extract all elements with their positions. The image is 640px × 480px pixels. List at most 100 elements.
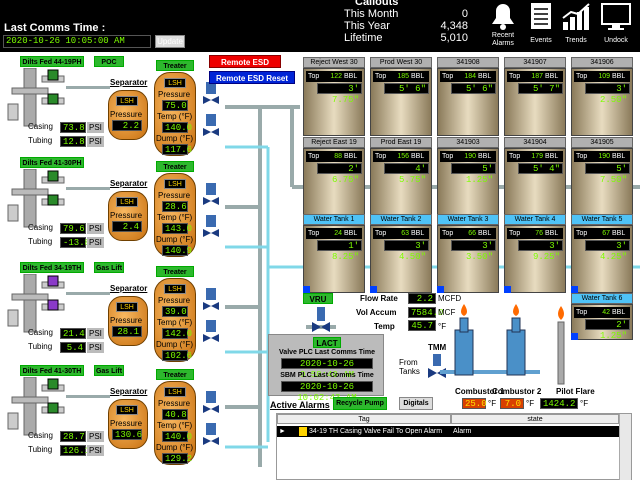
tank-level-value: 5' 4"	[518, 163, 563, 174]
well-name[interactable]: Dilts Fed 34-19TH	[20, 262, 84, 273]
trend-chart-icon	[562, 3, 590, 30]
this-year-value: 4,348	[440, 20, 468, 32]
tubing-unit: PSI	[87, 136, 104, 147]
tubing-unit: PSI	[87, 237, 104, 248]
tank-top-value: 67	[602, 230, 610, 237]
tank-level-value: 2' 6.75"	[317, 163, 362, 185]
tank-top-row: Top 184 BBL	[440, 71, 496, 82]
treater-label: Treater	[156, 266, 194, 277]
active-alarms-title: Active Alarms	[270, 400, 330, 410]
tank-name: 341906	[571, 57, 633, 68]
tank-bbl-unit: BBL	[478, 230, 492, 237]
trends-button[interactable]: Trends	[558, 0, 594, 52]
tank-bbl-unit: BBL	[478, 73, 492, 80]
tank-name: Prod West 30	[370, 57, 432, 68]
tank[interactable]: Water Tank 6 Top 42 BBL 2' 1.25"	[571, 293, 633, 341]
tank[interactable]: Prod East 19 Top 156 BBL 4' 5.75"	[370, 137, 432, 217]
sep-pressure-label: Pressure	[110, 110, 143, 119]
tank[interactable]: 341904 Top 179 BBL 5' 4"	[504, 137, 566, 217]
combustor-2-value: 7.0	[500, 398, 524, 409]
treater-pressure-label: Pressure	[158, 296, 191, 305]
temp-value: 143.0	[162, 223, 192, 234]
alarm-col-state[interactable]: state	[451, 414, 619, 424]
alarm-scrollbar[interactable]	[619, 414, 631, 480]
alarm-col-tag[interactable]: Tag	[277, 414, 451, 424]
tank-name: Prod East 19	[370, 137, 432, 148]
tank-top-row: Top 24 BBL	[306, 228, 362, 239]
pipe	[66, 395, 110, 398]
tank-level-value: 5' 1.25"	[451, 163, 496, 185]
wellhead-icon	[7, 68, 65, 127]
tank-top-value: 122	[330, 73, 342, 80]
well-mode-badge[interactable]: POC	[94, 56, 124, 67]
sep-pressure-label: Pressure	[110, 316, 143, 325]
tank-name: 341907	[504, 57, 566, 68]
well-name[interactable]: Dilts Fed 41-30TH	[20, 365, 84, 376]
events-button[interactable]: Events	[524, 0, 558, 52]
undock-button[interactable]: Undock	[596, 0, 636, 52]
tank[interactable]: 341905 Top 190 BBL 5' 7.50"	[571, 137, 633, 217]
tank-name: Water Tank 6	[571, 293, 633, 304]
digitals-button[interactable]: Digitals	[399, 397, 433, 410]
tank[interactable]: 341908 Top 184 BBL 5' 6"	[437, 57, 499, 137]
dump-value: 140.9	[162, 245, 192, 256]
tank-top-value: 76	[535, 230, 543, 237]
tank-top-label: Top	[509, 153, 521, 160]
tank-bbl-unit: BBL	[545, 230, 559, 237]
separator-vessel	[108, 191, 148, 241]
nav-undock-label: Undock	[604, 37, 628, 44]
remote-esd-button[interactable]: Remote ESD	[209, 55, 281, 68]
top-bar: Last Comms Time : 2020-10-26 10:05:00 AM…	[0, 0, 640, 52]
wellhead-icon	[7, 377, 65, 436]
tank[interactable]: Reject West 30 Top 122 BBL 3' 7.75"	[303, 57, 365, 137]
tank[interactable]: Water Tank 3 Top 66 BBL 3' 3.50"	[437, 214, 499, 294]
alarm-grid[interactable]: Tag state ► 34-19 TH Casing Valve Fail T…	[276, 413, 632, 480]
well-name[interactable]: Dilts Fed 41-30PH	[20, 157, 84, 168]
water-indicator	[571, 286, 578, 293]
tank[interactable]: Water Tank 2 Top 63 BBL 3' 4.50"	[370, 214, 432, 294]
recent-alarms-button[interactable]: Recent Alarms	[482, 0, 524, 52]
alarm-state: Alarm	[453, 428, 472, 435]
remote-esd-reset-button[interactable]: Remote ESD Reset	[209, 71, 295, 84]
tubing-value: 5.4	[60, 342, 86, 353]
tank-bbl-unit: BBL	[545, 73, 559, 80]
tank-top-row: Top 122 BBL	[306, 71, 362, 82]
tank-top-row: Top 190 BBL	[574, 151, 630, 162]
tank-level-value: 4' 5.75"	[384, 163, 429, 185]
separator-label: Separator	[110, 179, 148, 188]
combustor-2-label: Combustor 2	[492, 387, 542, 396]
tank-bbl-unit: BBL	[612, 73, 626, 80]
tank-top-row: Top 67 BBL	[574, 228, 630, 239]
treater-pressure-value: 39.0	[162, 306, 188, 317]
well-section: Dilts Fed 41-30TH Gas Lift Casing 28.7 P…	[0, 365, 219, 465]
sep-pressure-value: 2.4	[112, 221, 142, 232]
tank-top-row: Top 109 BBL	[574, 71, 630, 82]
separator-lsh: LSH	[116, 96, 138, 106]
tank-top-label: Top	[576, 309, 588, 316]
tank[interactable]: Reject East 19 Top 88 BBL 2' 6.75"	[303, 137, 365, 217]
alarm-row[interactable]: ► 34-19 TH Casing Valve Fail To Open Ala…	[277, 426, 619, 437]
tubing-value: 126.1	[60, 445, 90, 456]
this-year-label: This Year	[344, 20, 390, 32]
recycle-pump-button[interactable]: Recycle Pump	[333, 397, 387, 410]
tank[interactable]: 341907 Top 187 BBL 5' 7"	[504, 57, 566, 137]
temp-value: 140.0	[162, 122, 192, 133]
casing-value: 73.8	[60, 122, 86, 133]
tank[interactable]: 341906 Top 109 BBL 3' 2.50"	[571, 57, 633, 137]
tank[interactable]: 341903 Top 190 BBL 5' 1.25"	[437, 137, 499, 217]
tank[interactable]: Prod West 30 Top 185 BBL 5' 6"	[370, 57, 432, 137]
tank-name: Reject West 30	[303, 57, 365, 68]
tank[interactable]: Water Tank 4 Top 76 BBL 3' 9.25"	[504, 214, 566, 294]
flow-rate-value: 2.2	[408, 293, 436, 304]
well-mode-badge[interactable]: Gas Lift	[94, 365, 124, 376]
tank-top-label: Top	[576, 73, 588, 80]
well-mode-badge[interactable]: Gas Lift	[94, 262, 124, 273]
tank-top-row: Top 185 BBL	[373, 71, 429, 82]
tank[interactable]: Water Tank 5 Top 67 BBL 3' 4.25"	[571, 214, 633, 294]
update-button[interactable]: Update	[155, 35, 185, 48]
well-name[interactable]: Dilts Fed 44-19PH	[20, 56, 84, 67]
tank-level-value: 3' 4.25"	[585, 240, 630, 262]
treater-label: Treater	[156, 60, 194, 71]
dump-label: Dump (°F)	[156, 340, 193, 349]
tank[interactable]: Water Tank 1 Top 24 BBL 1' 8.25"	[303, 214, 365, 294]
